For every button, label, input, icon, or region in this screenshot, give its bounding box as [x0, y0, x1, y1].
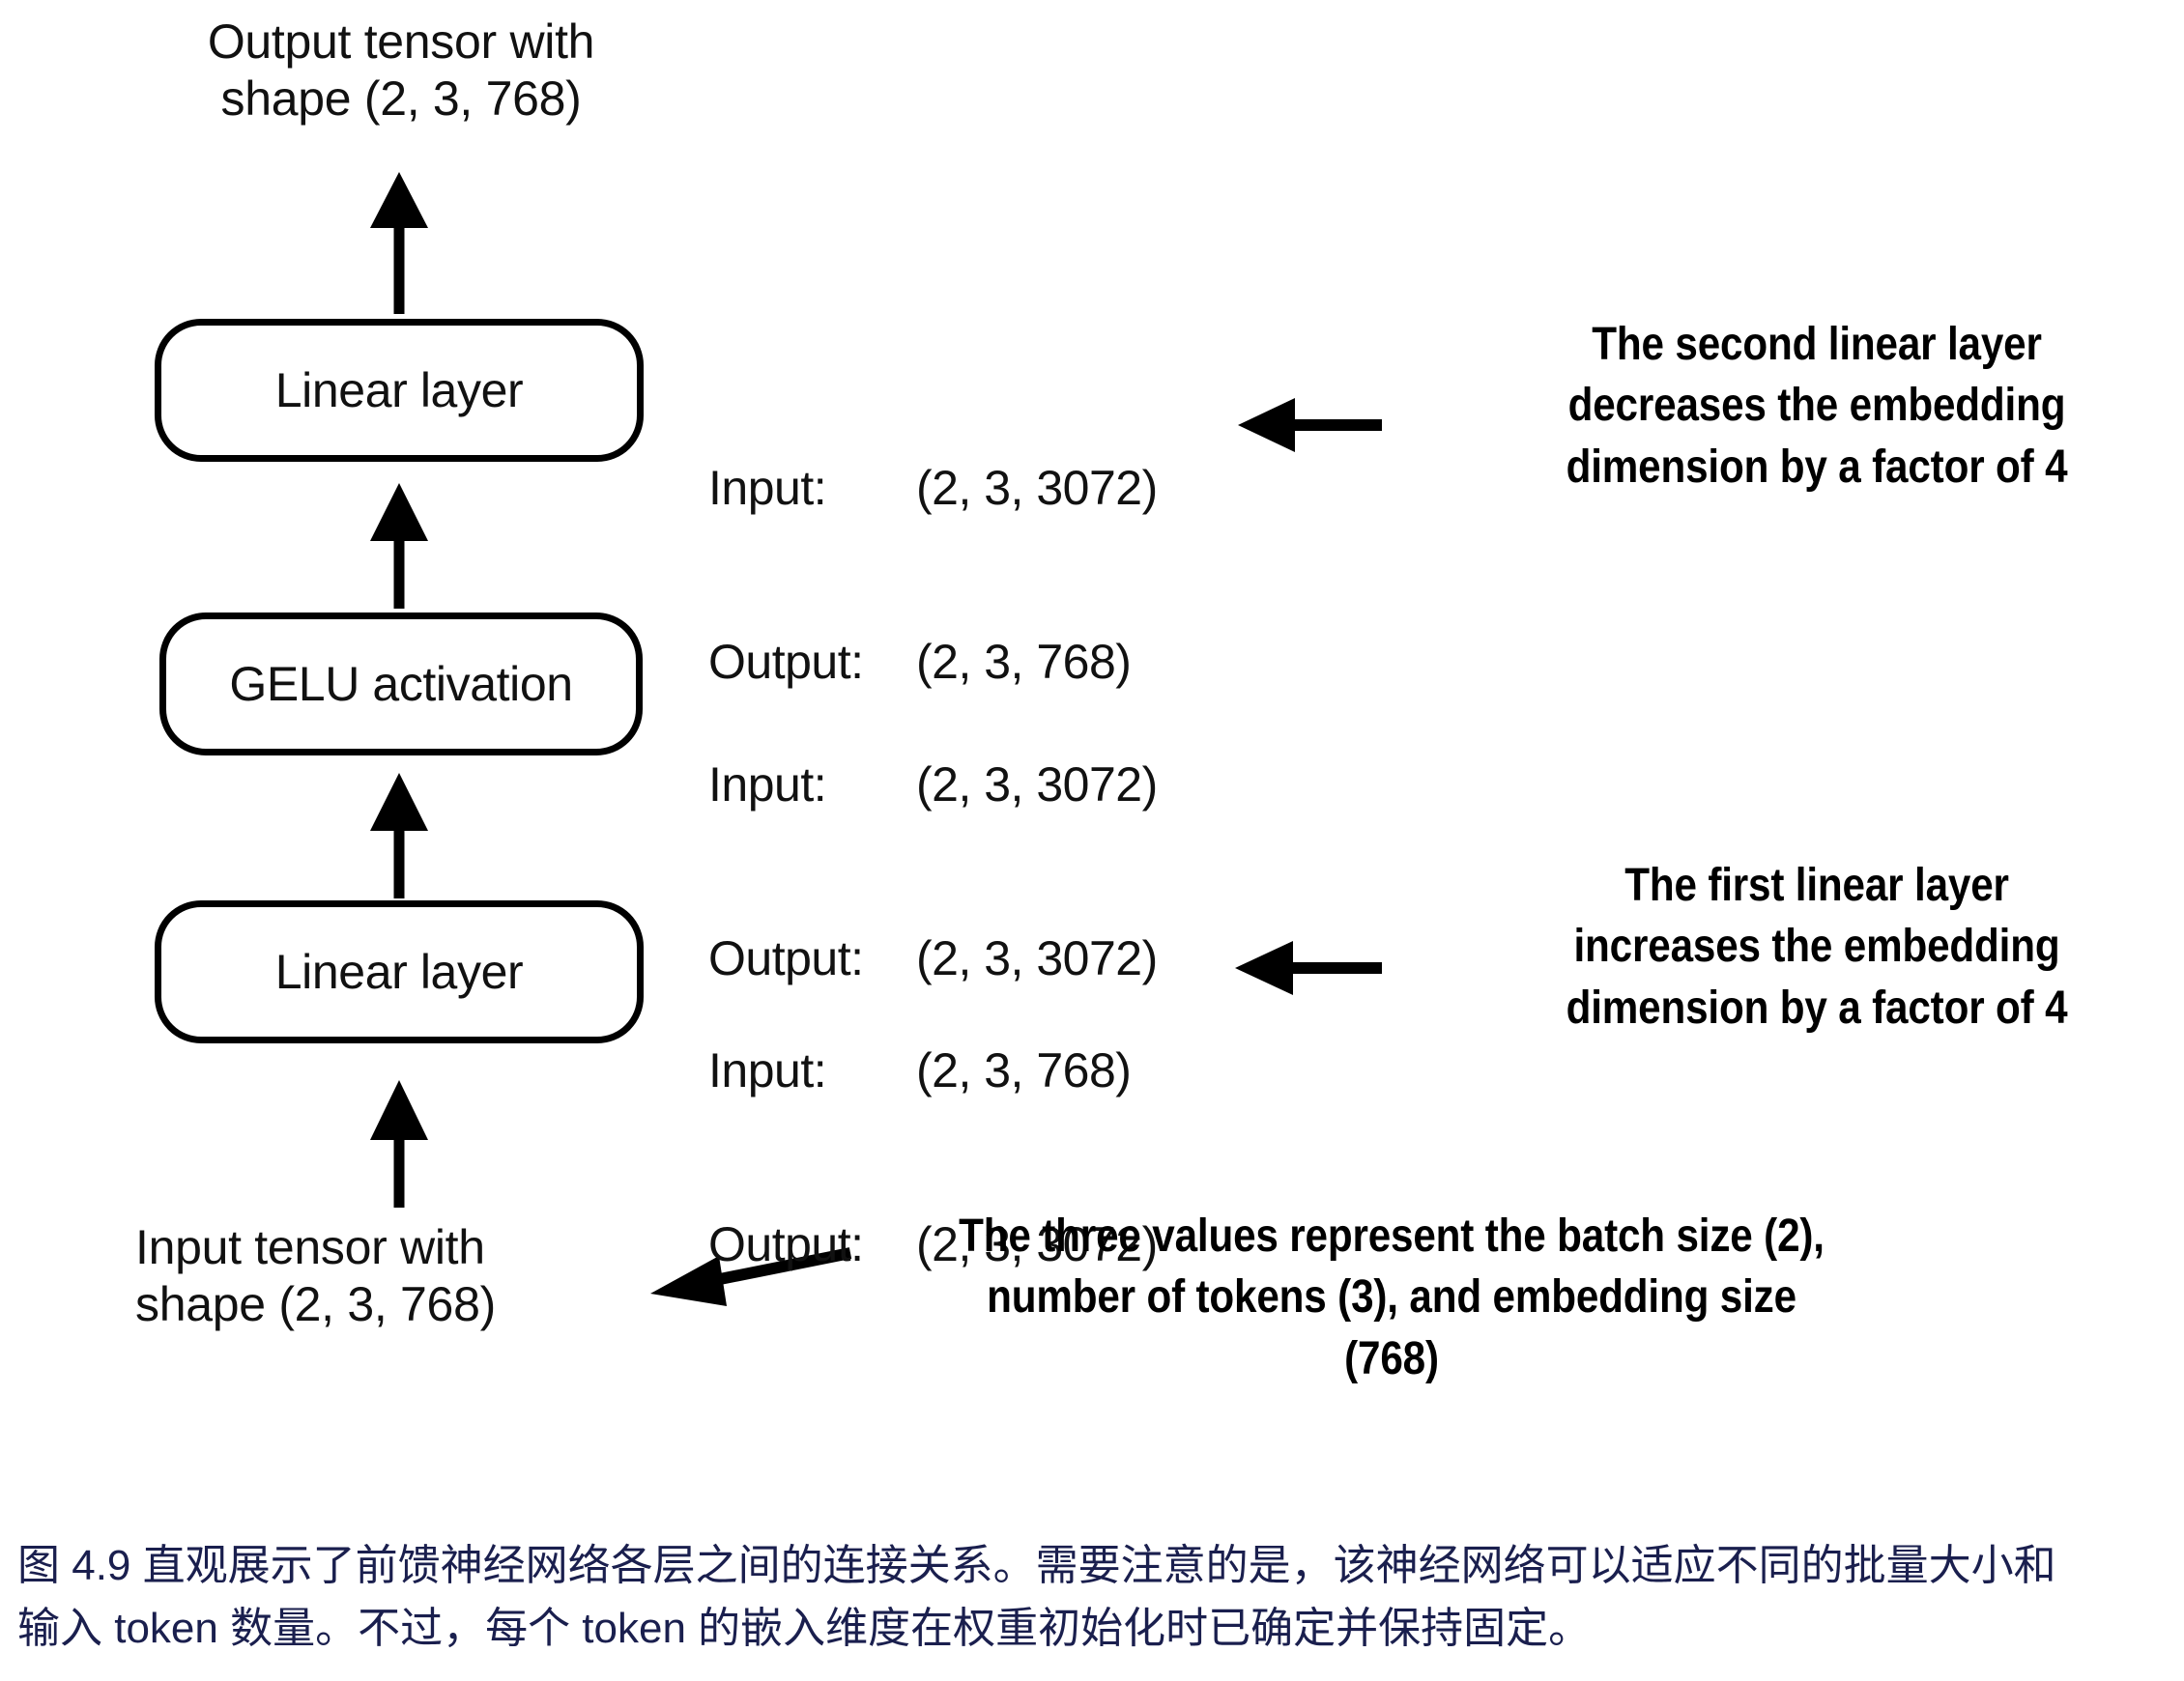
io-output-key: Output:: [708, 635, 864, 689]
annotation-first-linear-layer: The first linear layer increases the emb…: [1519, 855, 2114, 1039]
io-output-key: Output:: [708, 1217, 864, 1271]
annotation-line: The three values represent the batch siz…: [959, 1211, 1825, 1262]
io-output-value: (2, 3, 768): [916, 635, 1132, 689]
io-row-input: Input: (2, 3, 768): [708, 1041, 1158, 1099]
annotation-line: The second linear layer: [1592, 319, 2042, 370]
annotation-line: decreases the embedding: [1567, 380, 2066, 432]
annotation-line: number of tokens (3), and embedding size: [987, 1271, 1796, 1324]
annotation-line: (768): [1344, 1332, 1439, 1384]
annotation-line: dimension by a factor of 4: [1566, 982, 2068, 1034]
node-linear-layer-1: Linear layer: [155, 900, 644, 1043]
pointer-arrow-second-linear: [1238, 398, 1382, 452]
flow-arrow-to-output: [370, 172, 428, 314]
io-row-input: Input: (2, 3, 3072): [708, 755, 1158, 813]
io-output-value: (2, 3, 3072): [916, 931, 1158, 985]
caption-line-1: 图 4.9 直观展示了前馈神经网络各层之间的连接关系。需要注意的是，该神经网络可…: [17, 1542, 2056, 1589]
node-linear-layer-2: Linear layer: [155, 319, 644, 462]
node-label-gelu-activation: GELU activation: [229, 657, 573, 711]
annotation-line: dimension by a factor of 4: [1566, 441, 2068, 493]
io-input-key: Input:: [708, 1043, 827, 1097]
io-row-input: Input: (2, 3, 3072): [708, 459, 1158, 517]
io-row-output: Output: (2, 3, 3072): [708, 1215, 1158, 1273]
annotation-line: The first linear layer: [1624, 860, 2009, 911]
annotation-second-linear-layer: The second linear layer decreases the em…: [1519, 314, 2114, 498]
io-input-value: (2, 3, 3072): [916, 757, 1158, 812]
annotation-line: increases the embedding: [1573, 921, 2060, 973]
caption-line-2: 输入 token 数量。不过，每个 token 的嵌入维度在权重初始化时已确定并…: [17, 1605, 1592, 1653]
flow-arrow-linear1-to-gelu: [370, 773, 428, 898]
io-spec-gelu-activation: Input: (2, 3, 3072) Output: (2, 3, 3072): [708, 640, 1158, 1103]
io-spec-linear-layer-2: Input: (2, 3, 3072) Output: (2, 3, 768): [708, 343, 1158, 807]
io-spec-linear-layer-1: Input: (2, 3, 768) Output: (2, 3, 3072): [708, 926, 1158, 1389]
io-input-value: (2, 3, 768): [916, 1043, 1132, 1097]
output-tensor-label: Output tensor with shape (2, 3, 768): [207, 14, 595, 126]
io-output-key: Output:: [708, 931, 864, 985]
node-label-linear-layer-2: Linear layer: [274, 363, 524, 417]
io-output-value: (2, 3, 3072): [916, 1217, 1158, 1271]
figure-caption: 图 4.9 直观展示了前馈神经网络各层之间的连接关系。需要注意的是，该神经网络可…: [17, 1534, 2143, 1660]
io-row-output: Output: (2, 3, 768): [708, 633, 1158, 691]
input-tensor-label: Input tensor with shape (2, 3, 768): [135, 1220, 496, 1331]
flow-arrow-gelu-to-linear2: [370, 483, 428, 609]
pointer-arrow-first-linear: [1235, 941, 1382, 995]
io-input-key: Input:: [708, 757, 827, 812]
io-input-value: (2, 3, 3072): [916, 461, 1158, 515]
annotation-three-values: The three values represent the batch siz…: [885, 1206, 1897, 1389]
node-gelu-activation: GELU activation: [159, 613, 643, 755]
io-row-output: Output: (2, 3, 3072): [708, 929, 1158, 987]
node-label-linear-layer-1: Linear layer: [274, 945, 524, 999]
flow-arrow-input-to-linear1: [370, 1080, 428, 1208]
io-input-key: Input:: [708, 461, 827, 515]
